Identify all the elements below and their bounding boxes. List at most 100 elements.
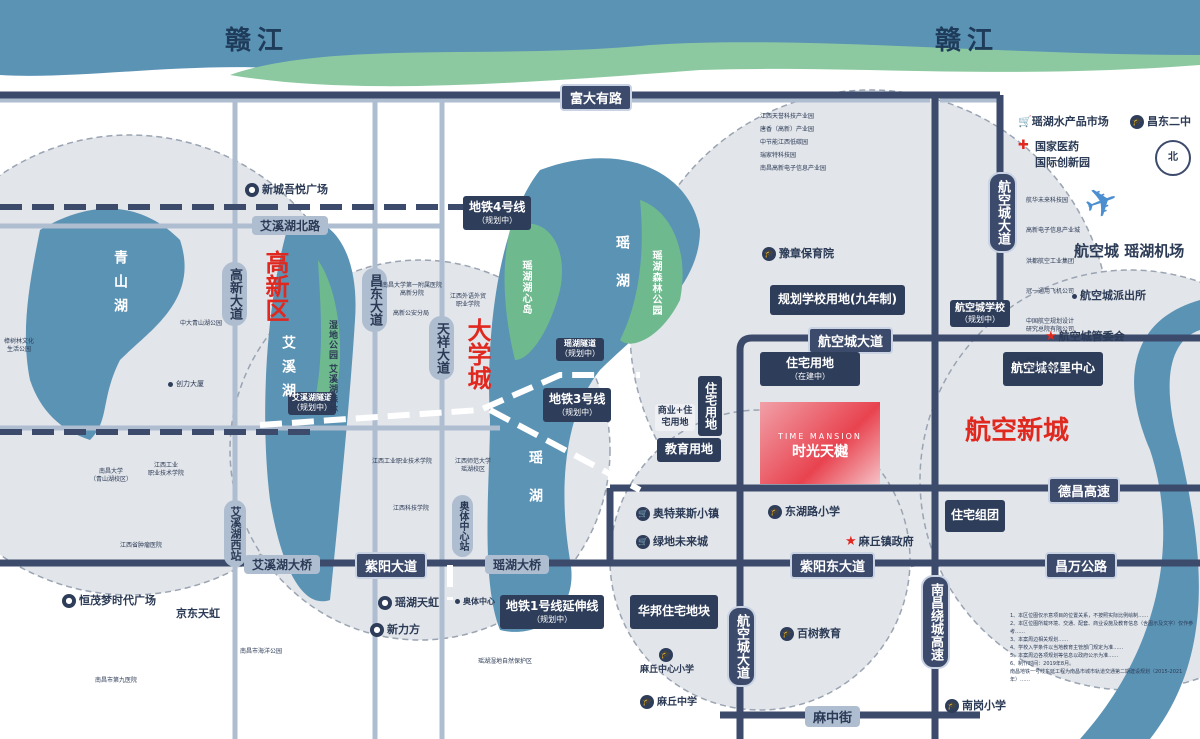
industry-item: 中节能江西低碳园 <box>760 139 809 147</box>
block-huabang[interactable]: 华邦住宅地块 <box>630 595 719 629</box>
poi-yaohu-tianhong[interactable]: ●瑶湖天虹 <box>378 594 439 610</box>
school-icon: 🎓 <box>640 695 654 709</box>
metro-line3-label: 地铁3号线（规划中） <box>543 388 612 422</box>
road-fudayou[interactable]: 富大有路 <box>560 84 633 111</box>
road-hkc-vertical[interactable]: 航空城大道 <box>988 172 1017 253</box>
road-aixi-north[interactable]: 艾溪湖北路 <box>252 216 329 235</box>
compass-north-icon: 北 <box>1155 140 1191 176</box>
poi-pharma[interactable]: ✚国家医药 国际创新园 <box>1018 138 1090 170</box>
poi-jxgy[interactable]: 江西工业 职业技术学院 <box>148 462 185 478</box>
poi-label: 瑶湖水产品市场 <box>1031 115 1109 128</box>
block-residential[interactable]: 住宅用地（在建中） <box>760 352 860 386</box>
ganjiang-river <box>0 0 1200 77</box>
road-ziyang-east[interactable]: 紫阳东大道 <box>790 552 876 579</box>
industry-item: 航空发动机 科研生产基地 <box>1026 356 1063 372</box>
block-hkc-school[interactable]: 航空城学校（规划中） <box>950 300 1010 328</box>
road-changdong[interactable]: 昌东大道 <box>362 268 387 332</box>
metro-status: （规划中） <box>477 215 518 225</box>
poi-baishu[interactable]: 🎓百树教育 <box>780 625 841 641</box>
industry-item: 瑞家特科技园 <box>760 152 797 160</box>
poi-xinlifang[interactable]: ●新力方 <box>370 621 420 637</box>
road-gaoxin[interactable]: 高新大道 <box>222 262 247 326</box>
block-cluster[interactable]: 住宅组团 <box>945 500 1006 532</box>
poi-chuangli[interactable]: 创力大厦 <box>168 380 204 389</box>
industry-list-right: 航华未来科技园 高新电子信息产业城 洪都航空工业集团 冠一通用飞机公司 中国航空… <box>1026 181 1080 381</box>
poi-hkc-police[interactable]: 航空城派出所 <box>1072 287 1146 303</box>
poi-label: 麻丘中心小学 <box>640 665 695 675</box>
metro-line4-label: 地铁4号线（规划中） <box>463 196 532 230</box>
road-dechang[interactable]: 德昌高速 <box>1048 477 1121 504</box>
block-residential-vertical[interactable]: 住宅用地 <box>698 376 722 436</box>
industry-item: 中国航空规划设计 研究总院有限公司 <box>1026 318 1075 334</box>
poi-ncu[interactable]: 南昌大学 （青山湖校区） <box>90 468 133 484</box>
river-label: 赣江 <box>935 26 1000 56</box>
location-icon: ● <box>245 183 259 197</box>
road-changwan[interactable]: 昌万公路 <box>1045 552 1118 579</box>
poi-haiyang[interactable]: 南昌市海洋公园 <box>240 648 283 655</box>
road-hkc-vertical[interactable]: 航空城大道 <box>727 606 756 687</box>
tunnel-name: 瑶湖隧道 <box>564 339 596 348</box>
industry-item: 江西天誉科技产业园 <box>760 113 815 120</box>
poi-jxnu[interactable]: 江西师范大学 瑶湖校区 <box>455 458 492 474</box>
district-gaoxin: 高新区 <box>261 250 289 322</box>
east-river <box>1080 300 1200 739</box>
industry-item: 洪都航空工业集团 <box>1026 257 1075 265</box>
poi-ncu-hospital[interactable]: 南昌大学第一附属医院 高新分院 <box>382 282 443 298</box>
block-commercial[interactable]: 商业+住宅用地 <box>655 404 695 432</box>
poi-aoti[interactable]: 奥体中心 <box>455 596 495 607</box>
poi-yaohu-wetland[interactable]: 瑶湖湿地自然保护区 <box>478 658 533 665</box>
poi-greenland[interactable]: 🛒绿地未来城 <box>636 533 708 549</box>
industry-item: 高新电子信息产业城 <box>1026 227 1081 235</box>
poi-zhangshulin[interactable]: 樟树林文化 生活公园 <box>4 338 35 354</box>
road-hkc-horizontal[interactable]: 航空城大道 <box>808 327 894 354</box>
poi-zhongda[interactable]: 中大青山湖公园 <box>180 320 223 327</box>
poi-maqiu-middle[interactable]: 🎓麻丘中学 <box>640 693 697 709</box>
poi-label: 航空城管委会 <box>1058 330 1125 343</box>
road-raocheng[interactable]: 南昌绕城高速 <box>921 575 950 669</box>
dot-icon <box>1072 293 1077 299</box>
poi-nangang[interactable]: 🎓南岗小学 <box>945 697 1006 713</box>
poi-label: 奥特莱斯小镇 <box>653 507 719 520</box>
location-icon: ● <box>370 623 384 637</box>
block-neighborhood[interactable]: 航空城邻里中心 <box>1003 352 1104 386</box>
disclaimer-notes: 1、本区位图仅示意项目的位置关系，不按照实际比例绘制…… 2、本区位图所载环境、… <box>1010 613 1194 683</box>
poi-label: 新力方 <box>387 623 420 636</box>
poi-police-gx[interactable]: 高新公安分局 <box>393 310 430 317</box>
industry-item: 唐香（高新）产业园 <box>760 126 815 134</box>
industry-item: 南昌高新电子信息产业园 <box>760 165 827 173</box>
poi-hengmao[interactable]: ●恒茂梦时代广场 <box>62 592 156 608</box>
poi-tumor[interactable]: 江西省肿瘤医院 <box>120 542 163 549</box>
lake-qingshan: 青山湖 <box>112 250 128 322</box>
poi-changdong2[interactable]: 🎓昌东二中 <box>1130 113 1191 129</box>
block-status: （在建中） <box>790 371 830 381</box>
poi-jd[interactable]: 京东天虹 <box>176 607 220 620</box>
poi-outlets[interactable]: 🛒奥特莱斯小镇 <box>636 505 719 521</box>
road-aoti-station[interactable]: 奥体中心站 <box>452 495 473 557</box>
dot-icon <box>168 381 173 387</box>
road-ziyang[interactable]: 紫阳大道 <box>355 552 428 579</box>
poi-maqiu-primary[interactable]: 🎓麻丘中心小学 <box>640 648 694 675</box>
road-yaohu-bridge[interactable]: 瑶湖大桥 <box>485 555 550 574</box>
poi-jxkj[interactable]: 江西科技学院 <box>393 505 430 512</box>
poi-hkc-committee[interactable]: ★航空城管委会 <box>1045 328 1125 344</box>
poi-jxwy[interactable]: 江西外语外贸 职业学院 <box>450 293 487 309</box>
poi-ninth[interactable]: 南昌市第九医院 <box>95 677 138 684</box>
block-school-plan[interactable]: 规划学校用地(九年制) <box>770 285 905 315</box>
project-logo[interactable]: TIME MANSION 时光天樾 <box>760 402 880 484</box>
poi-seafood[interactable]: 🛒瑶湖水产品市场 <box>1018 113 1109 129</box>
road-tianxiang[interactable]: 天祥大道 <box>429 316 454 380</box>
poi-airport[interactable]: 航空城 瑶湖机场 <box>1074 242 1185 260</box>
aixi-tunnel-label: 艾溪湖隧道（规划中） <box>288 392 336 415</box>
poi-jxgzy[interactable]: 江西工业职业技术学院 <box>372 458 433 465</box>
project-name-cn: 时光天樾 <box>792 444 848 460</box>
road-mazhong[interactable]: 麻中街 <box>805 706 861 727</box>
poi-label: 南岗小学 <box>962 699 1006 712</box>
block-education[interactable]: 教育用地 <box>657 438 722 462</box>
poi-yuzhang[interactable]: 🎓豫章保育院 <box>762 245 834 261</box>
road-aixi-west-station[interactable]: 艾溪湖西站 <box>224 500 246 567</box>
poi-maqiu-gov[interactable]: ★麻丘镇政府 <box>845 533 914 549</box>
road-aixi-bridge[interactable]: 艾溪湖大桥 <box>244 555 321 574</box>
poi-donghulu[interactable]: 🎓东湖路小学 <box>768 503 840 519</box>
poi-wuyue[interactable]: ●新城吾悦广场 <box>245 181 328 197</box>
poi-label: 国家医药 国际创新园 <box>1035 140 1090 169</box>
